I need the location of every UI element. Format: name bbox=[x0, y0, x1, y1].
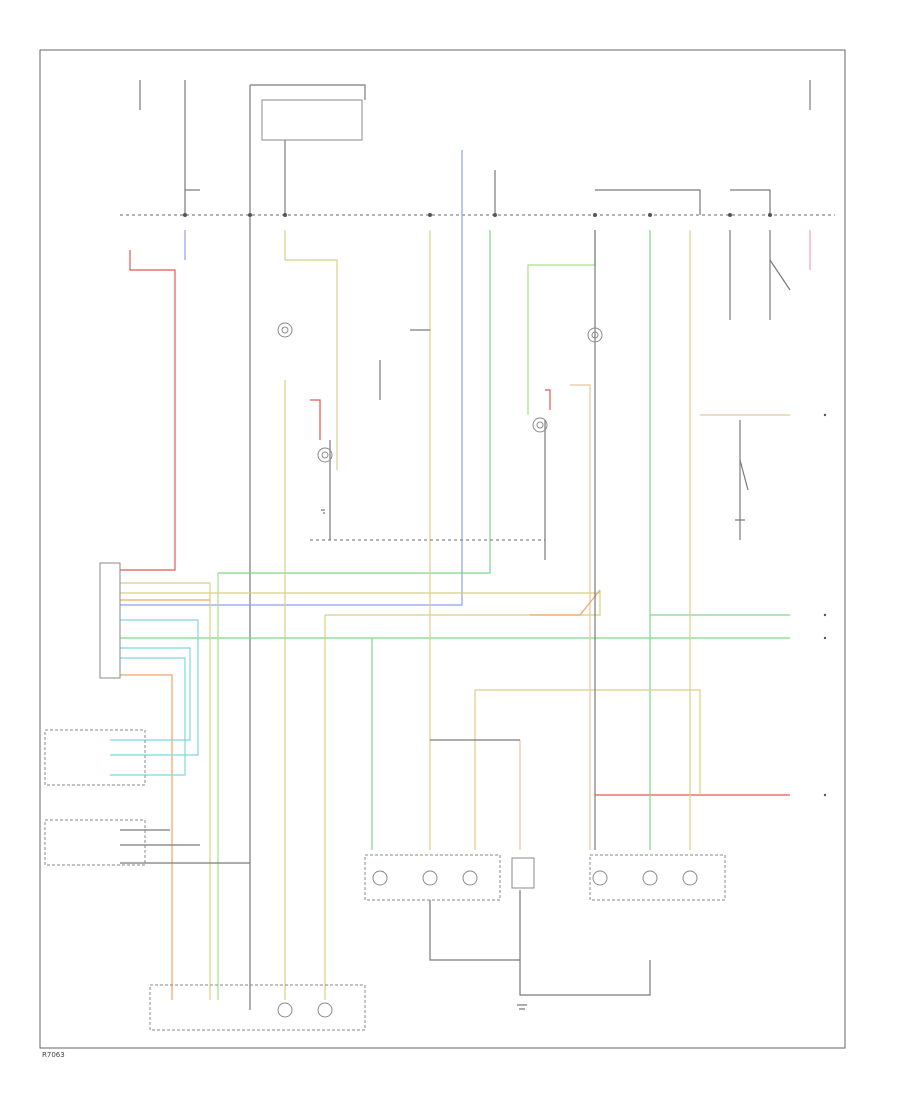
turn-signal-relay bbox=[739, 259, 791, 491]
wire-yellow-12 bbox=[570, 384, 591, 850]
diagram-frame bbox=[39, 49, 846, 1049]
wire-gray-12 bbox=[429, 900, 520, 961]
center-high-mount-lamp bbox=[511, 857, 535, 889]
lamp-right-upper bbox=[587, 327, 603, 343]
lamp-left-mid bbox=[317, 447, 333, 463]
wire-green-upper bbox=[527, 230, 596, 415]
diagram-code: R7063 bbox=[42, 1051, 65, 1059]
edge-connectors bbox=[823, 413, 827, 797]
right-rear-lamp-assembly bbox=[589, 854, 726, 901]
cluster-indicators bbox=[277, 1002, 333, 1018]
wire-green-mid bbox=[218, 230, 491, 574]
wire-cyan-2 bbox=[110, 647, 191, 741]
wire-yellow-6 bbox=[325, 590, 601, 616]
headlamp-switch-box bbox=[44, 729, 146, 786]
wire-blue-main bbox=[120, 150, 463, 606]
left-rear-lamp-assembly bbox=[364, 854, 501, 901]
wire-yellow-4 bbox=[120, 582, 211, 1000]
fuse-tap-3 bbox=[730, 189, 771, 215]
top-power-section bbox=[139, 80, 811, 1010]
left-rear-bulbs bbox=[372, 870, 478, 886]
wire-red-hook bbox=[310, 399, 321, 440]
relay-feed bbox=[250, 84, 366, 100]
lamp-left-upper bbox=[277, 322, 293, 338]
lamp-right-mid bbox=[532, 417, 548, 433]
wire-cyan-3 bbox=[110, 657, 186, 776]
ground-symbols bbox=[321, 509, 745, 1010]
bus-junctions bbox=[183, 213, 772, 217]
wire-cyan-1 bbox=[110, 619, 199, 756]
instrument-cluster-box bbox=[149, 984, 366, 1031]
fuse-relay-box bbox=[261, 99, 363, 141]
wire-orange-1 bbox=[120, 674, 173, 1000]
wire-orange-2 bbox=[530, 589, 601, 616]
wire-yellow-9 bbox=[475, 689, 701, 795]
wire-red-hook-2 bbox=[545, 389, 551, 410]
wire-red-main bbox=[120, 250, 176, 571]
right-rear-bulbs bbox=[592, 870, 698, 886]
body-control-connector bbox=[99, 562, 121, 679]
fuse-tap-2 bbox=[595, 189, 701, 215]
wire-gray-11 bbox=[519, 890, 651, 996]
wire-yellow-1 bbox=[284, 230, 338, 470]
multifunction-switch-box bbox=[44, 819, 146, 866]
